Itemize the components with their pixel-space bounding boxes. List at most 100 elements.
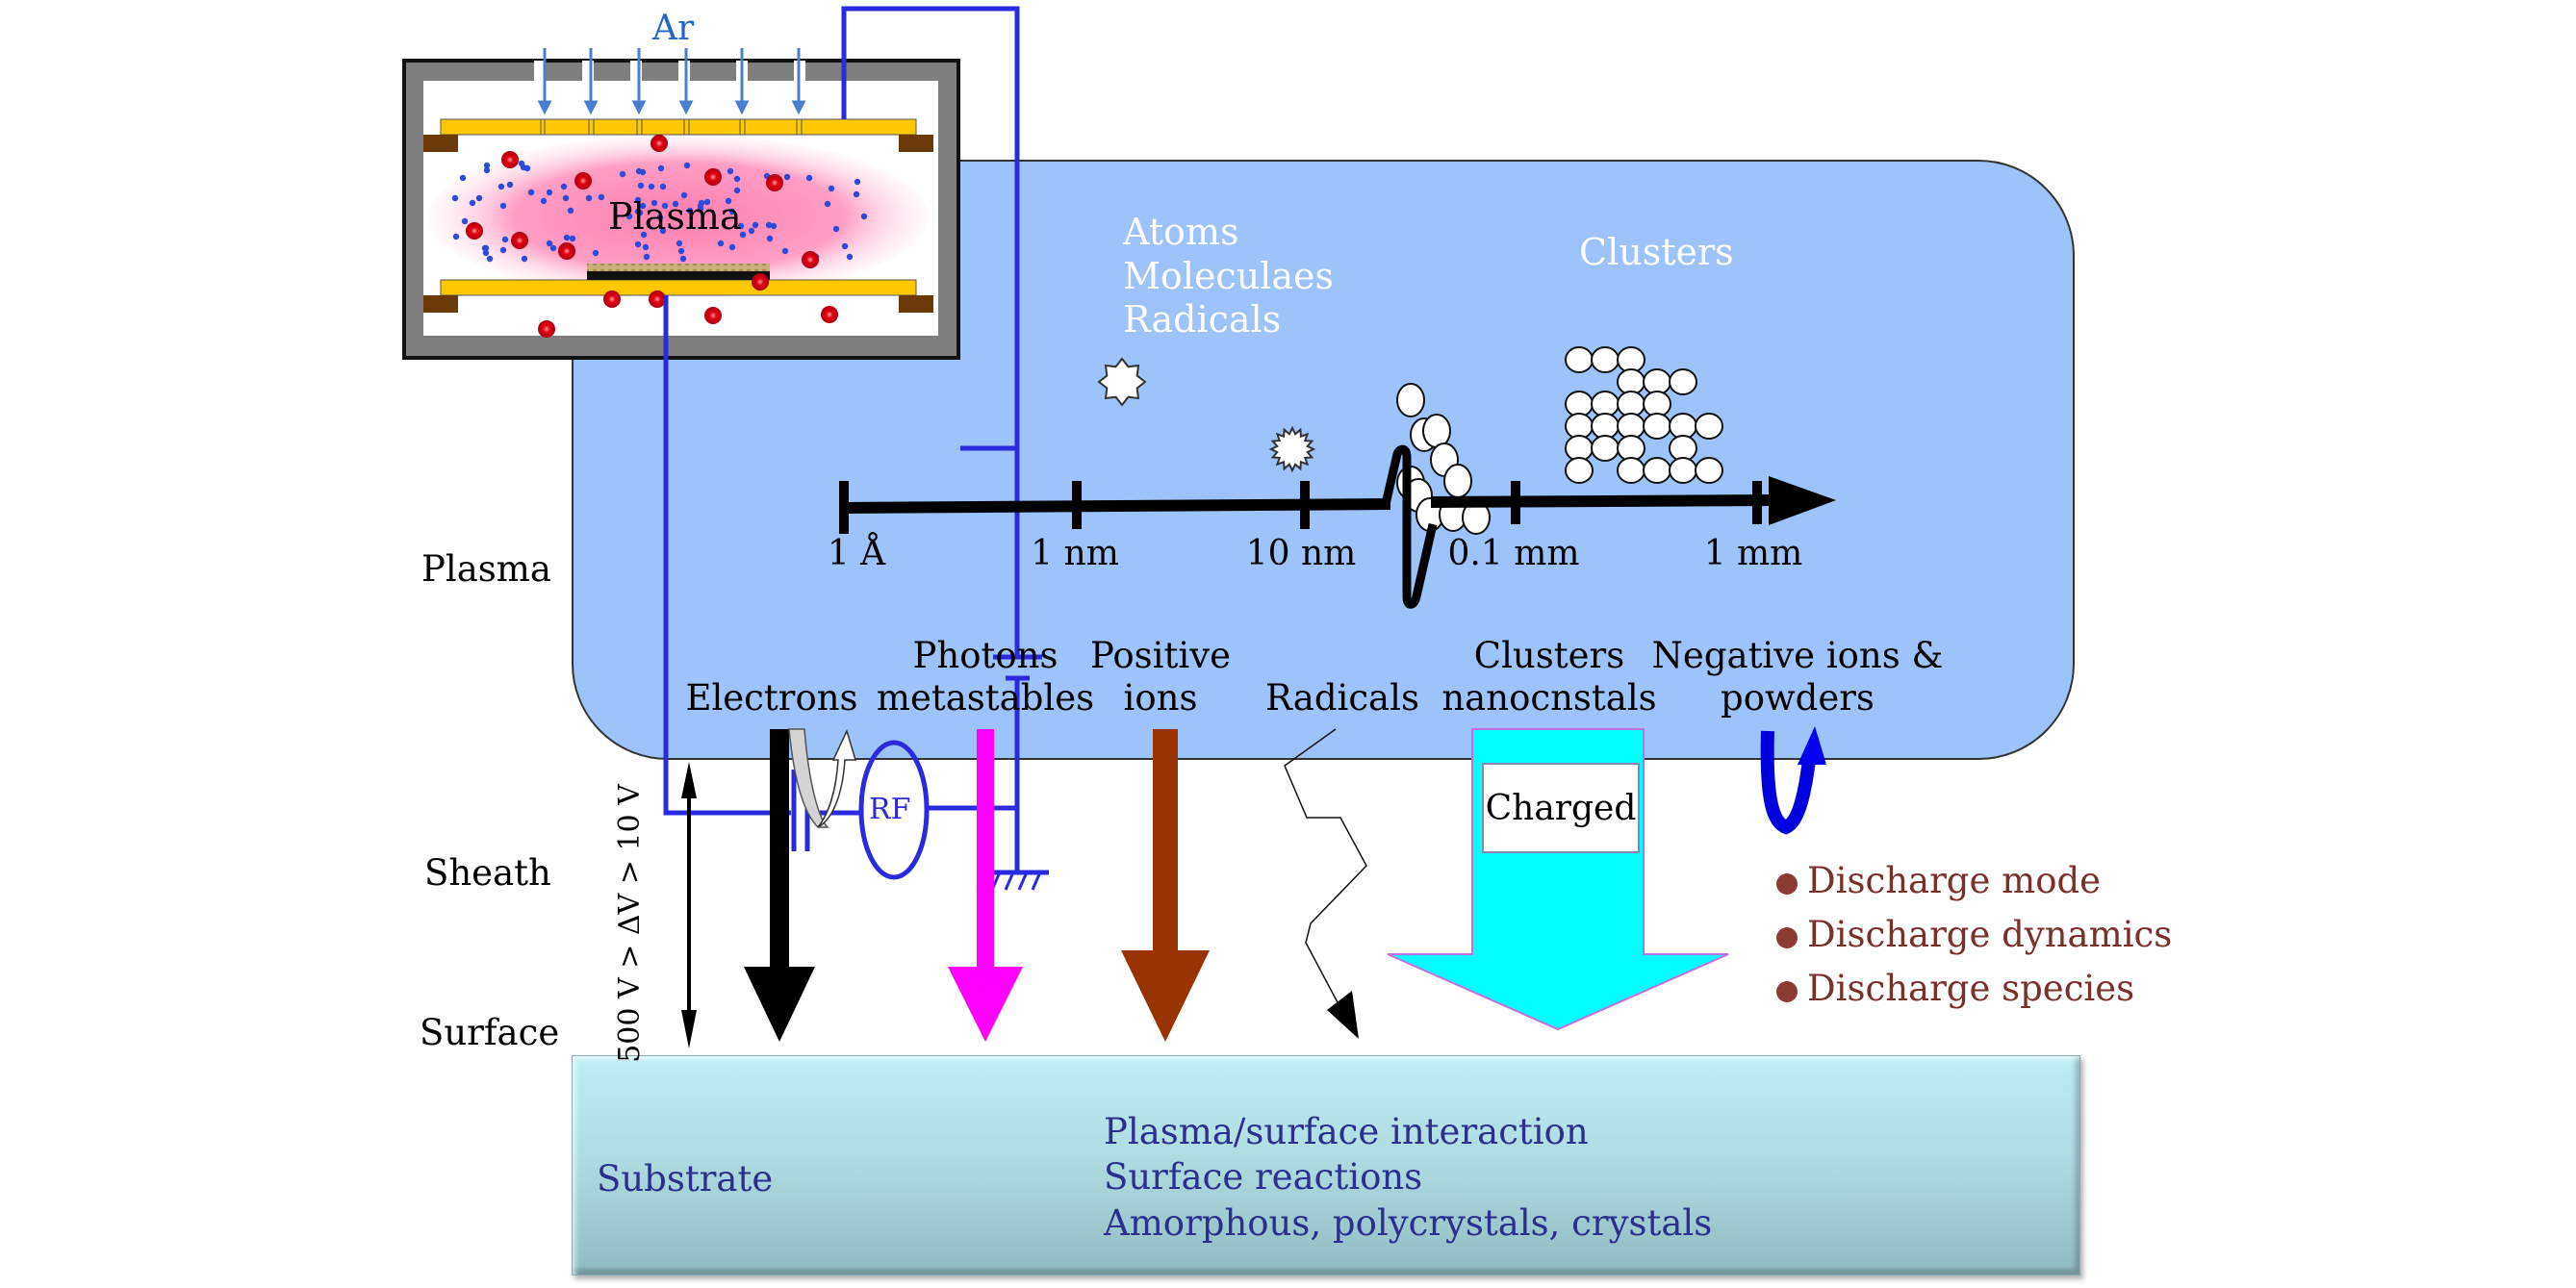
- electron-dot: [683, 162, 691, 169]
- electron-dot: [461, 217, 469, 225]
- zone-label-surface: Surface: [420, 1012, 560, 1053]
- electron-dot: [860, 213, 868, 220]
- electron-dot: [727, 167, 734, 175]
- ion-dot: [802, 251, 819, 268]
- ion-dot: [466, 222, 483, 240]
- electron-dot: [634, 208, 642, 215]
- electron-dot: [483, 162, 491, 169]
- electron-dot: [546, 240, 553, 247]
- electron-dot: [781, 247, 789, 255]
- species-label-radicals: Radicals: [1265, 677, 1419, 720]
- ion-dot: [704, 307, 722, 324]
- electron-dot: [499, 202, 507, 210]
- electron-dot: [677, 247, 685, 255]
- substrate-label: Substrate: [597, 1158, 774, 1200]
- electron-dot: [739, 231, 747, 239]
- ion-dot: [821, 306, 838, 323]
- negative-ion-arrow: [1760, 730, 1816, 835]
- tick-label-1mm: 1 mm: [1703, 534, 1803, 573]
- reactor-chamber: [402, 48, 960, 360]
- ion-dot: [752, 273, 769, 290]
- electron-dot: [770, 222, 778, 230]
- tick-label-10nm: 10 nm: [1245, 534, 1357, 573]
- ion-dot: [538, 320, 555, 338]
- electron-dot: [805, 174, 813, 182]
- electron-dot: [585, 194, 593, 202]
- cluster-sphere: [1396, 383, 1425, 417]
- chamber-plasma-label: Plasma: [608, 195, 742, 238]
- bullet-discharge-species: Discharge species: [1776, 971, 2134, 1006]
- ion-dot: [558, 242, 575, 260]
- ion-dot: [501, 151, 519, 168]
- positive-ion-arrow: [1153, 729, 1178, 955]
- radicals-label: Radicals: [1123, 298, 1282, 341]
- electron-dot: [619, 170, 626, 178]
- electron-dot: [657, 164, 665, 172]
- electron-dot: [640, 231, 648, 239]
- zone-label-plasma: Plasma: [421, 548, 551, 590]
- electron-dot: [549, 244, 557, 252]
- electron-dot: [783, 173, 791, 181]
- bullet-dot-icon: [1776, 872, 1798, 895]
- cluster-sphere: [1695, 413, 1723, 440]
- gas-flow-arrows: [537, 48, 806, 115]
- small-cluster-icon: [1396, 383, 1491, 535]
- species-arrows: [681, 726, 1826, 1048]
- electron-dot: [567, 207, 574, 215]
- particle-icons: [1097, 346, 1723, 535]
- electron-dot: [518, 160, 525, 167]
- ion-dot: [704, 168, 722, 186]
- electron-dot: [452, 233, 460, 240]
- electron-dot: [717, 240, 725, 247]
- electron-dot: [661, 202, 669, 210]
- electron-dot: [569, 235, 576, 242]
- rf-circuit: [663, 6, 1049, 891]
- substrate-block: [572, 1055, 2080, 1275]
- electron-dot: [656, 214, 664, 221]
- circuit-wire-top: [841, 6, 1020, 657]
- tick-label-01mm: 0.1 mm: [1447, 534, 1580, 573]
- electron-dot: [728, 208, 736, 215]
- electron-dot: [642, 243, 650, 251]
- electron-dot: [635, 167, 643, 175]
- axis-ticks: [839, 481, 1762, 534]
- substrate-description: Plasma/surface interaction Surface react…: [1104, 1109, 1712, 1246]
- electron-dot: [672, 200, 679, 208]
- axis-break: [1381, 444, 1438, 609]
- rf-label: RF: [869, 793, 911, 826]
- atoms-label-group: Atoms Moleculaes Radicals: [1123, 211, 1334, 342]
- electron-dot: [481, 244, 489, 252]
- bullet-dot-icon: [1776, 980, 1798, 1002]
- zone-label-sheath: Sheath: [424, 852, 551, 894]
- electron-arrow: [770, 729, 789, 974]
- electron-dot: [562, 194, 570, 202]
- electron-dot: [501, 236, 509, 243]
- cluster-sphere: [1565, 346, 1594, 373]
- electron-dot: [853, 190, 860, 198]
- cluster-sphere: [1643, 413, 1671, 440]
- electron-dot: [546, 189, 553, 196]
- ion-dot: [603, 290, 621, 308]
- deposited-film: [587, 264, 770, 271]
- top-electrode: [440, 118, 917, 136]
- molecules-label: Moleculaes: [1123, 254, 1334, 297]
- electron-dot: [499, 246, 507, 254]
- ion-dots: [466, 135, 838, 338]
- electron-dot: [737, 222, 745, 230]
- cluster-sphere: [1617, 457, 1645, 484]
- electron-dot: [828, 185, 835, 192]
- electron-dot: [703, 198, 711, 206]
- bullet-discharge-mode: Discharge mode: [1776, 863, 2101, 898]
- electron-dot: [643, 253, 650, 261]
- electron-dot: [560, 183, 568, 190]
- electron-dot: [846, 253, 854, 261]
- sample-holder: [587, 271, 770, 280]
- electron-dot: [680, 191, 688, 199]
- electron-dot: [697, 205, 704, 213]
- electron-dot: [686, 207, 694, 215]
- substrate-line: Surface reactions: [1104, 1156, 1423, 1199]
- electron-dot: [650, 199, 658, 207]
